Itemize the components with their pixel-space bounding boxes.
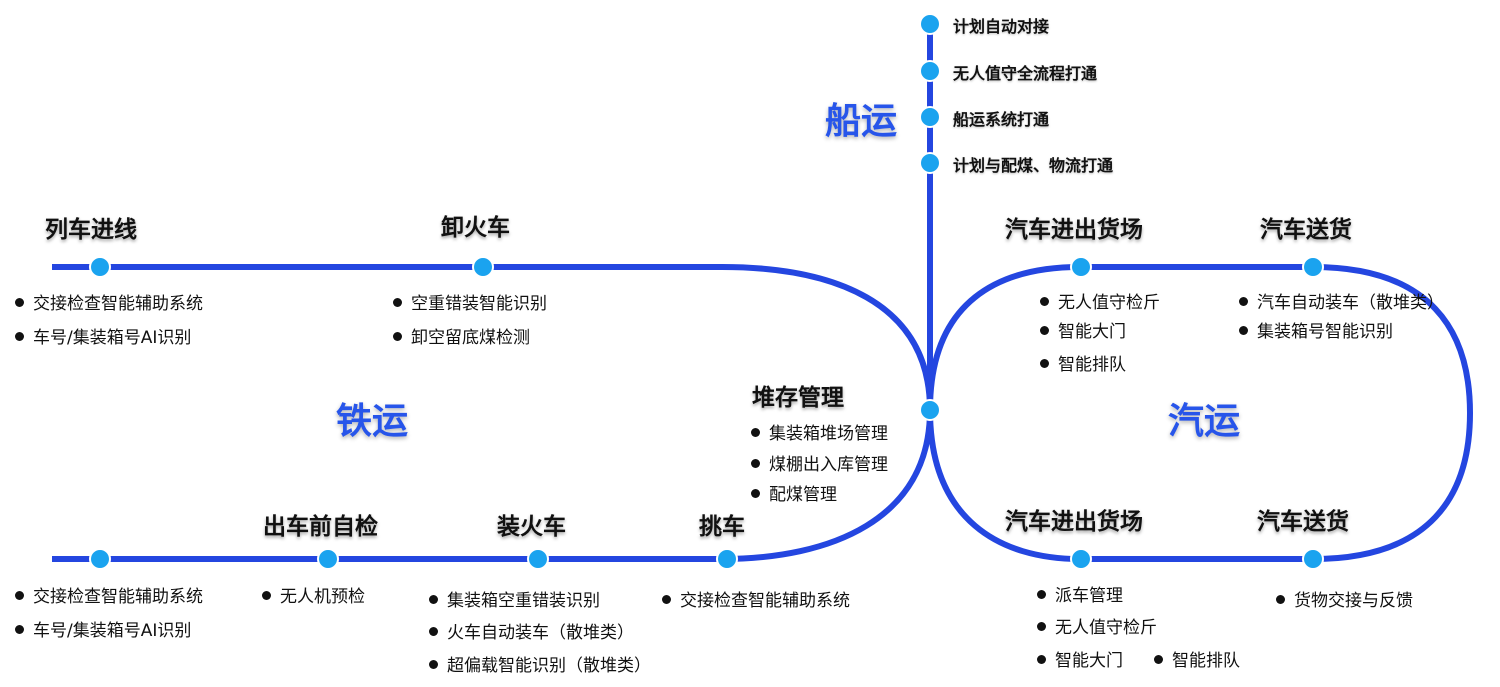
region-label-truck: 汽运 <box>1168 401 1241 442</box>
list-item: 货物交接与反馈 <box>1276 586 1413 611</box>
list-item: 车号/集装箱号AI识别 <box>15 323 191 348</box>
list-item: 智能大门 <box>1037 646 1123 671</box>
station-hub <box>919 399 941 421</box>
bullet-icon <box>1040 325 1049 335</box>
bullet-icon <box>15 331 24 341</box>
list-item: 空重错装智能识别 <box>393 289 547 314</box>
station-ship-3 <box>919 106 941 128</box>
bullet-icon <box>751 427 760 437</box>
list-item: 派车管理 <box>1037 581 1123 606</box>
list-item: 无人值守检斤 <box>1040 288 1160 313</box>
station-title-load: 装火车 <box>497 514 566 540</box>
ship-item: 计划自动对接 <box>953 17 1050 36</box>
region-label-rail: 铁运 <box>336 401 409 442</box>
station-truck-deliver-bottom <box>1302 548 1324 570</box>
bullet-icon <box>1037 654 1046 664</box>
bullet-icon <box>1239 325 1248 335</box>
bullet-icon <box>751 458 760 468</box>
station-unload <box>472 256 494 278</box>
station-pick <box>716 548 738 570</box>
station-truck-yard-top <box>1070 256 1092 278</box>
station-title-truck-deliver-top: 汽车送货 <box>1260 217 1352 243</box>
list-item: 集装箱号智能识别 <box>1239 317 1393 342</box>
bullet-icon <box>751 488 760 498</box>
list-item: 无人值守检斤 <box>1037 613 1157 638</box>
list-item: 无人机预检 <box>262 582 365 607</box>
list-item: 煤棚出入库管理 <box>751 450 888 475</box>
bullet-icon <box>15 624 24 634</box>
bullet-icon <box>429 659 438 669</box>
ship-item: 无人值守全流程打通 <box>953 64 1098 83</box>
bullet-icon <box>1154 654 1163 664</box>
bullet-icon <box>1040 296 1049 306</box>
list-item: 交接检查智能辅助系统 <box>15 289 203 314</box>
list-item: 卸空留底煤检测 <box>393 323 530 348</box>
station-title-pick: 挑车 <box>699 514 745 540</box>
station-title-storage: 堆存管理 <box>752 385 844 411</box>
bullet-icon <box>1276 594 1285 604</box>
station-title-depart-check: 出车前自检 <box>263 514 378 540</box>
bullet-icon <box>1040 358 1049 368</box>
bullet-icon <box>15 297 24 307</box>
station-title-truck-deliver-bottom: 汽车送货 <box>1257 509 1349 535</box>
station-load <box>527 548 549 570</box>
bullet-icon <box>429 594 438 604</box>
rail-top-track <box>52 264 933 411</box>
station-ship-4 <box>919 152 941 174</box>
bullet-icon <box>1239 296 1248 306</box>
ship-item: 计划与配煤、物流打通 <box>953 156 1114 175</box>
list-item: 智能排队 <box>1040 350 1126 375</box>
list-item: 汽车自动装车（散堆类） <box>1239 288 1444 313</box>
list-item: 配煤管理 <box>751 480 837 505</box>
list-item: 车号/集装箱号AI识别 <box>15 616 191 641</box>
list-item: 交接检查智能辅助系统 <box>15 582 203 607</box>
bullet-icon <box>662 594 671 604</box>
bullet-icon <box>429 626 438 636</box>
truck-bottom-track <box>927 409 1473 562</box>
rail-bottom-track <box>52 409 933 562</box>
station-ship-2 <box>919 60 941 82</box>
list-item: 火车自动装车（散堆类） <box>429 618 634 643</box>
station-truck-deliver-top <box>1302 256 1324 278</box>
list-item: 交接检查智能辅助系统 <box>662 586 850 611</box>
region-label-ship: 船运 <box>825 101 898 142</box>
bullet-icon <box>262 590 271 600</box>
station-title-truck-yard-top: 汽车进出货场 <box>1005 217 1143 243</box>
bullet-icon <box>393 297 402 307</box>
stations <box>89 13 1324 570</box>
station-title-unload: 卸火车 <box>441 215 510 241</box>
station-bottom-start <box>89 548 111 570</box>
truck-top-track <box>927 264 1473 414</box>
station-train-entry <box>89 256 111 278</box>
station-title-truck-yard-bottom: 汽车进出货场 <box>1005 509 1143 535</box>
bullet-icon <box>1037 621 1046 631</box>
list-item: 集装箱堆场管理 <box>751 419 888 444</box>
bullet-icon <box>15 590 24 600</box>
list-item: 智能排队 <box>1154 646 1240 671</box>
list-item: 集装箱空重错装识别 <box>429 586 600 611</box>
ship-item: 船运系统打通 <box>953 110 1050 129</box>
list-item: 超偏载智能识别（散堆类） <box>429 651 651 676</box>
bullet-icon <box>1037 589 1046 599</box>
bullet-icon <box>393 331 402 341</box>
list-item: 智能大门 <box>1040 317 1126 342</box>
station-truck-yard-bottom <box>1070 548 1092 570</box>
station-depart-check <box>317 548 339 570</box>
station-ship-1 <box>919 13 941 35</box>
station-title-train-entry: 列车进线 <box>45 217 137 243</box>
